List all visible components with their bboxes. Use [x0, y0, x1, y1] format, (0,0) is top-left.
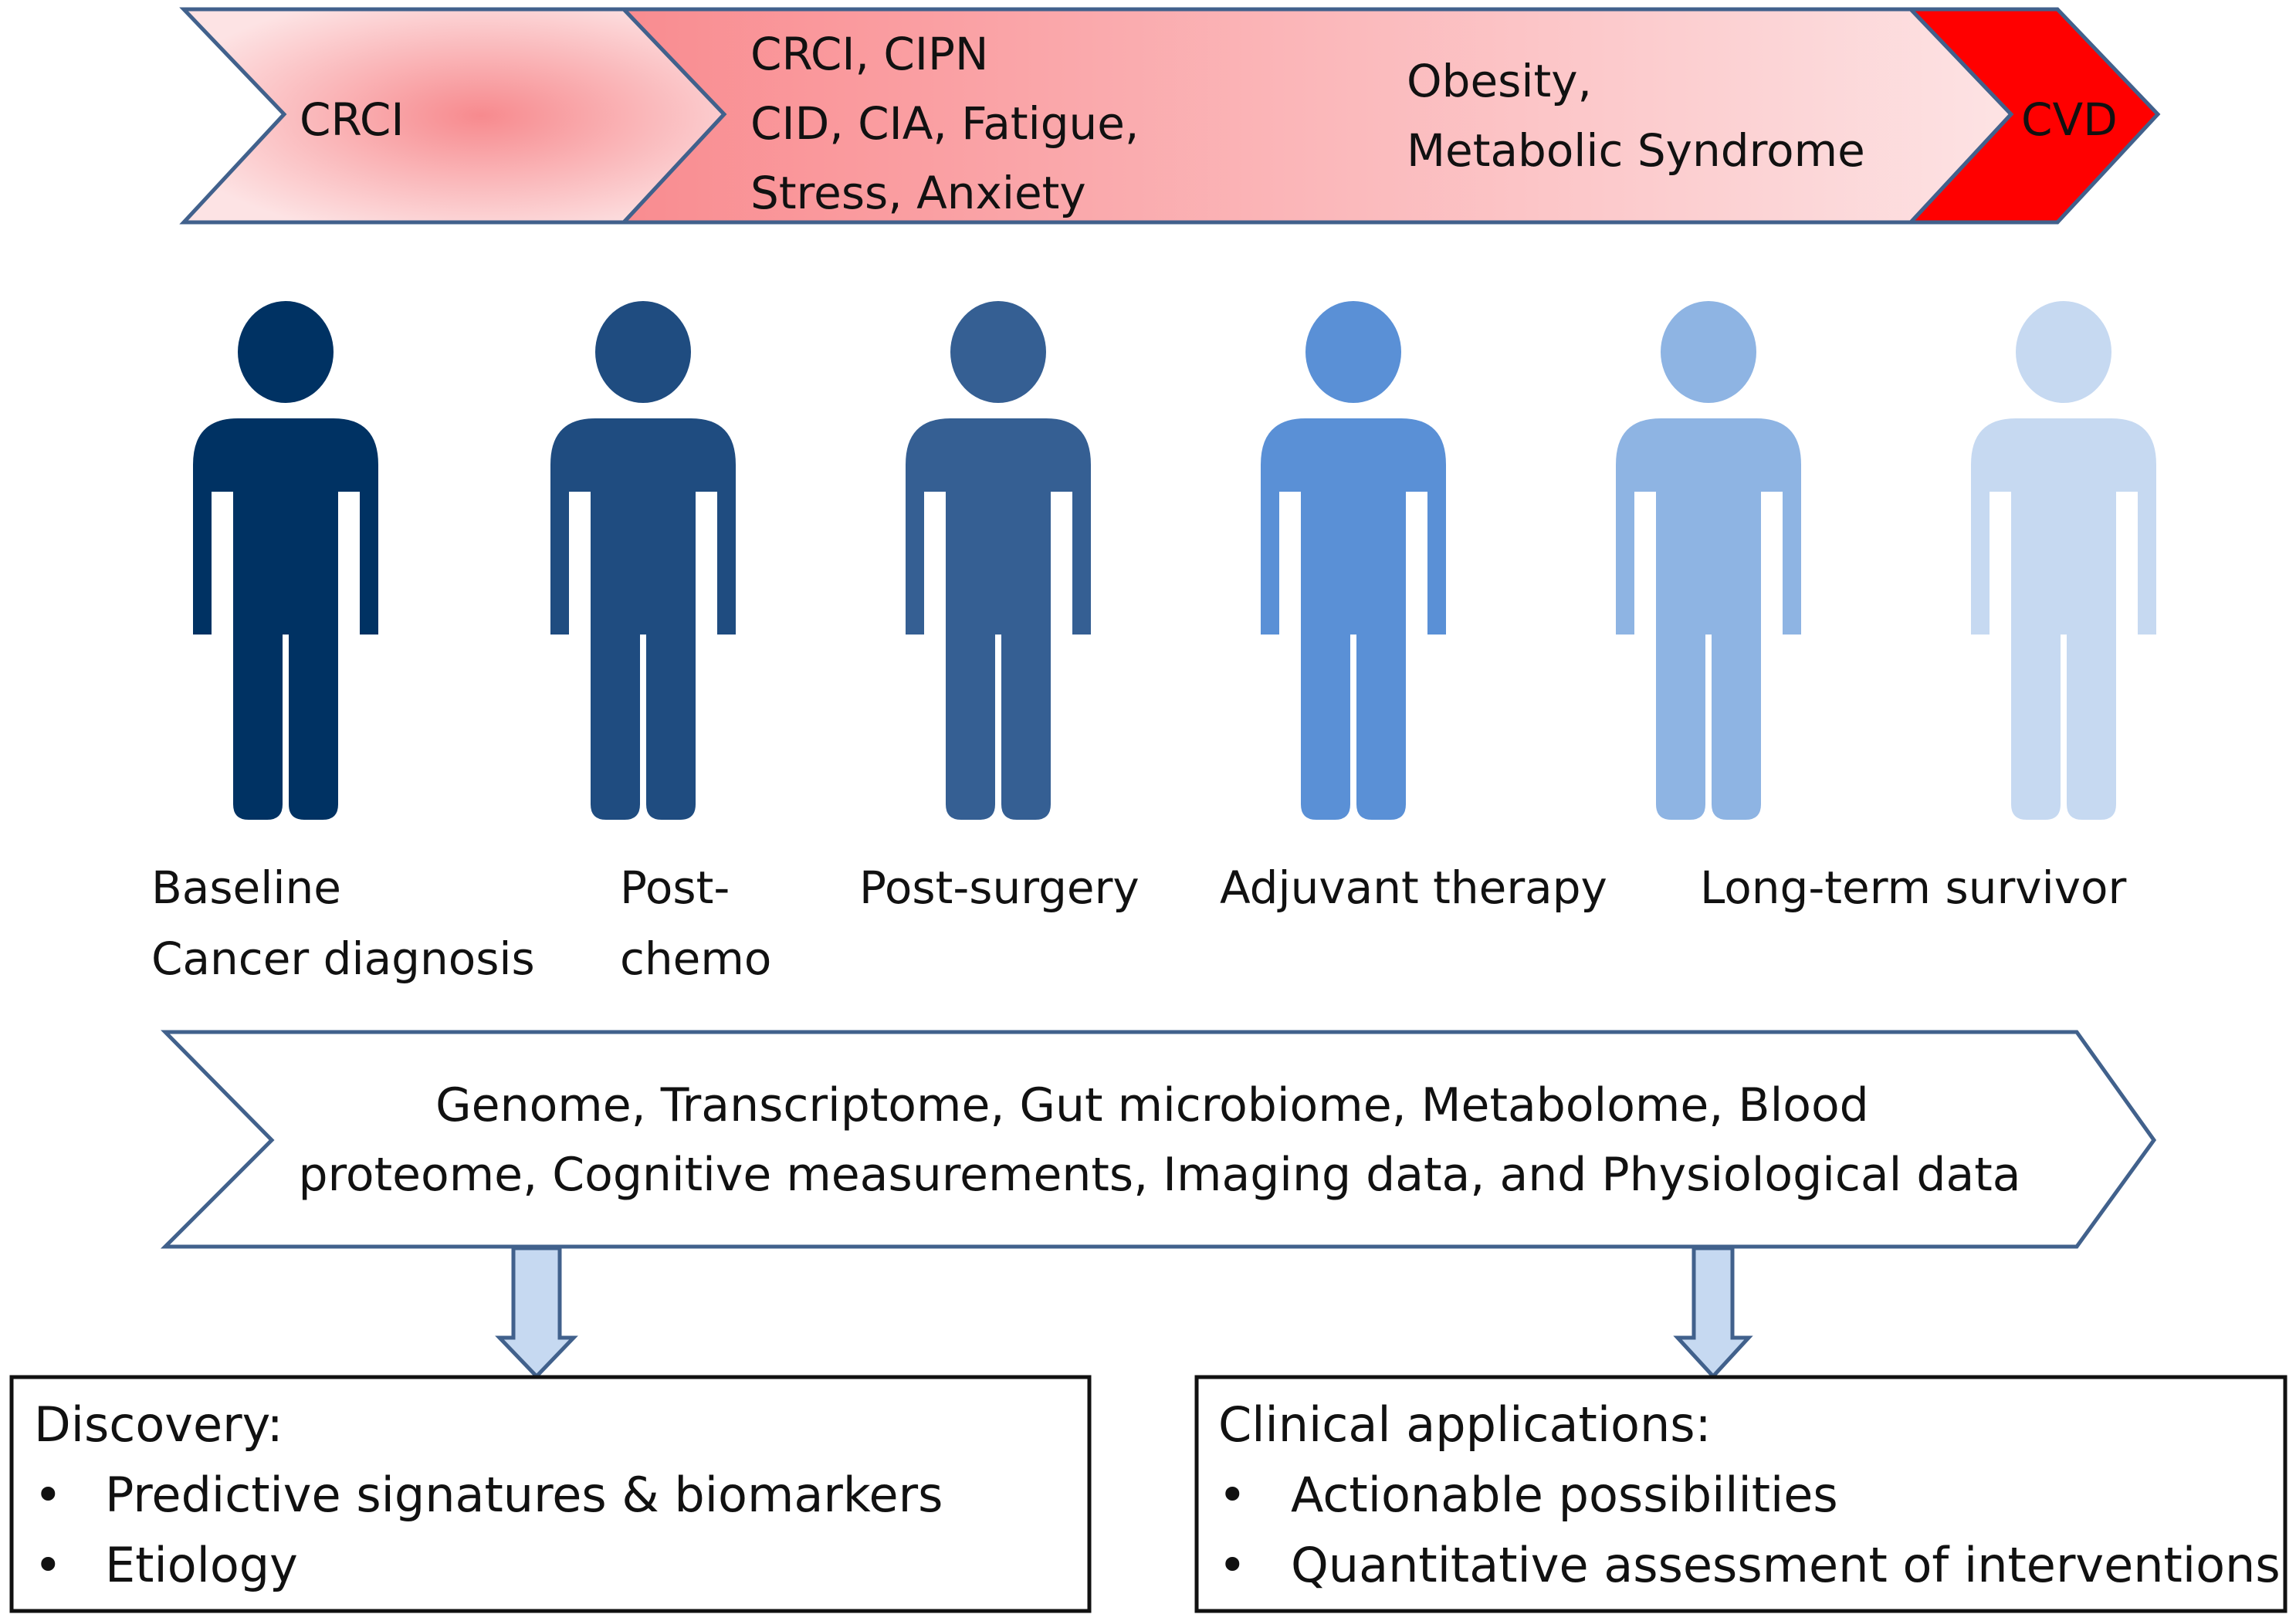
person-figure-baseline — [193, 301, 378, 820]
person-head-post-chemo — [595, 301, 691, 403]
stage-label-post-chemo: Post- chemo — [620, 861, 771, 985]
stage-labels: Baseline Cancer diagnosis Post- chemo Po… — [151, 861, 2127, 985]
clinical-box-frame — [1194, 1375, 2288, 1613]
person-body-post-surgery — [906, 418, 1091, 820]
top-arrow-label-cvd: CVD — [2021, 93, 2118, 146]
person-head-future-stage — [2016, 301, 2111, 403]
discovery-box-frame — [9, 1375, 1092, 1613]
stage-label-baseline: Baseline Cancer diagnosis — [151, 861, 535, 985]
patient-stage-figures — [193, 301, 2156, 820]
down-arrow-discovery — [495, 1246, 578, 1379]
omics-arrow-shape — [160, 1030, 2157, 1249]
discovery-bullet-marker-1: • — [34, 1467, 63, 1523]
clinical-bullet-1: Actionable possibilities — [1291, 1467, 1838, 1523]
top-arrow-label-crci: CRCI — [300, 93, 405, 146]
person-body-post-chemo — [550, 418, 736, 820]
top-arrow-label-metabolic: Obesity, Metabolic Syndrome — [1407, 55, 1865, 177]
person-figure-post-chemo — [550, 301, 736, 820]
person-figure-post-surgery — [906, 301, 1091, 820]
person-figure-adjuvant-therapy — [1261, 301, 1446, 820]
omics-arrow: Genome, Transcriptome, Gut microbiome, M… — [160, 1030, 2157, 1249]
stage-label-long-term-survivor: Long-term survivor — [1700, 861, 2127, 914]
person-figure-long-term-survivor — [1616, 301, 1801, 820]
person-head-adjuvant-therapy — [1305, 301, 1401, 403]
top-arrow: CRCI CRCI, CIPN CID, CIA, Fatigue, Stres… — [179, 7, 2161, 225]
discovery-bullet-marker-2: • — [34, 1537, 63, 1593]
stage-label-adjuvant-therapy: Adjuvant therapy — [1220, 861, 1607, 914]
top-arrow-label-side-effects: CRCI, CIPN CID, CIA, Fatigue, Stress, An… — [750, 28, 1153, 219]
discovery-bullet-2: Etiology — [105, 1537, 298, 1593]
discovery-box-title: Discovery: — [34, 1396, 283, 1453]
person-body-baseline — [193, 418, 378, 820]
person-figure-future-stage — [1971, 301, 2156, 820]
top-arrow-segment-cvd — [1906, 7, 2161, 225]
clinical-bullet-marker-2: • — [1218, 1537, 1247, 1593]
down-arrow-clinical — [1673, 1246, 1753, 1379]
person-body-future-stage — [1971, 418, 2156, 820]
person-head-long-term-survivor — [1661, 301, 1756, 403]
discovery-bullet-1: Predictive signatures & biomarkers — [105, 1467, 943, 1523]
clinical-box: Clinical applications: • Actionable poss… — [1194, 1375, 2288, 1613]
person-head-post-surgery — [950, 301, 1046, 403]
clinical-bullet-2: Quantitative assessment of interventions — [1291, 1537, 2281, 1593]
clinical-bullet-marker-1: • — [1218, 1467, 1247, 1523]
down-arrows — [495, 1246, 1753, 1379]
person-body-adjuvant-therapy — [1261, 418, 1446, 820]
person-body-long-term-survivor — [1616, 418, 1801, 820]
clinical-box-title: Clinical applications: — [1218, 1396, 1711, 1453]
person-head-baseline — [238, 301, 334, 403]
discovery-box: Discovery: • Predictive signatures & bio… — [9, 1375, 1092, 1613]
top-arrow-segment-crci — [179, 7, 727, 225]
stage-label-post-surgery: Post-surgery — [859, 861, 1140, 914]
omics-arrow-text: Genome, Transcriptome, Gut microbiome, M… — [298, 1078, 2020, 1202]
